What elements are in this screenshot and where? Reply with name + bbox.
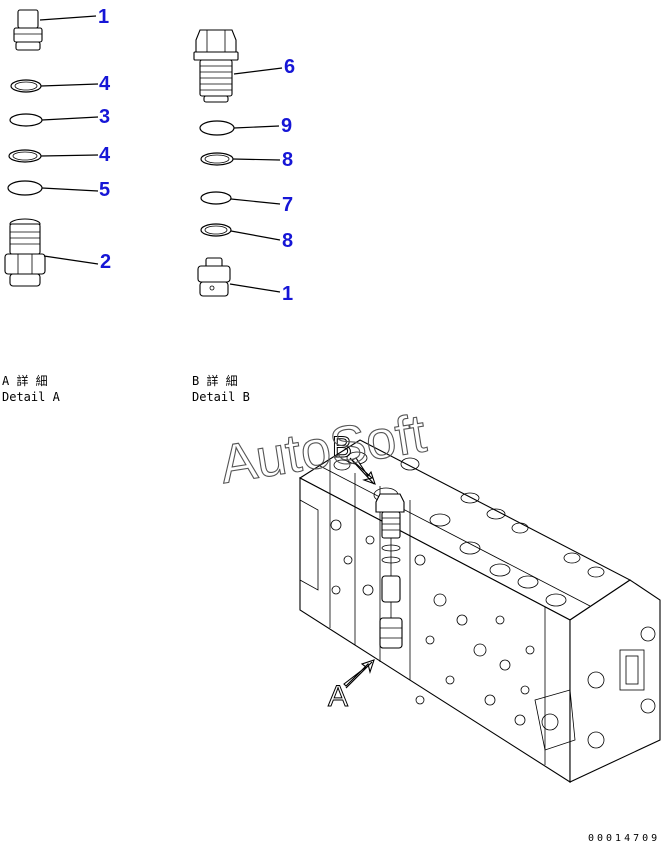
- callout-b7: 7: [282, 194, 293, 216]
- view-arrow-b: [349, 457, 376, 485]
- callout-b6: 6: [284, 56, 295, 78]
- view-arrow-a: [343, 659, 375, 689]
- caption-detail-a-jp: A 詳 細: [2, 373, 48, 388]
- view-label-a: A: [328, 680, 348, 713]
- callout-b9: 9: [281, 115, 292, 137]
- callout-a2: 2: [100, 251, 111, 273]
- part-6-plug: [193, 29, 239, 103]
- front-ports: [330, 519, 535, 726]
- callout-b1: 1: [282, 283, 293, 305]
- callout-a5: 5: [99, 179, 110, 201]
- callout-a4-top: 4: [99, 73, 111, 95]
- caption-detail-a-en: Detail A: [2, 390, 61, 404]
- callout-a1: 1: [98, 6, 109, 28]
- part-8-ring-bottom: [200, 223, 232, 237]
- part-8-ring-top: [200, 152, 234, 166]
- caption-detail-b-jp: B 詳 細: [192, 373, 238, 388]
- view-label-b: B: [332, 431, 352, 464]
- callout-b8-top: 8: [282, 149, 293, 171]
- part-2-cartridge: [4, 218, 46, 287]
- part-7-oring: [200, 191, 232, 205]
- part-4-ring-bottom: [8, 149, 42, 163]
- part-3-oring: [9, 113, 43, 127]
- callout-a3: 3: [99, 106, 110, 128]
- part-5-oring: [7, 180, 43, 196]
- control-valve-block: [298, 439, 661, 784]
- caption-detail-b-en: Detail B: [192, 390, 250, 404]
- part-1-valve-b: [197, 257, 231, 297]
- part-9-oring: [199, 120, 235, 136]
- part-1-valve-a: [13, 9, 43, 51]
- spool-assembly: [375, 493, 405, 649]
- part-4-ring-top: [10, 79, 42, 93]
- figure-number: 00014709: [588, 833, 660, 844]
- callout-a4-bottom: 4: [99, 144, 111, 166]
- callout-b8-bottom: 8: [282, 230, 293, 252]
